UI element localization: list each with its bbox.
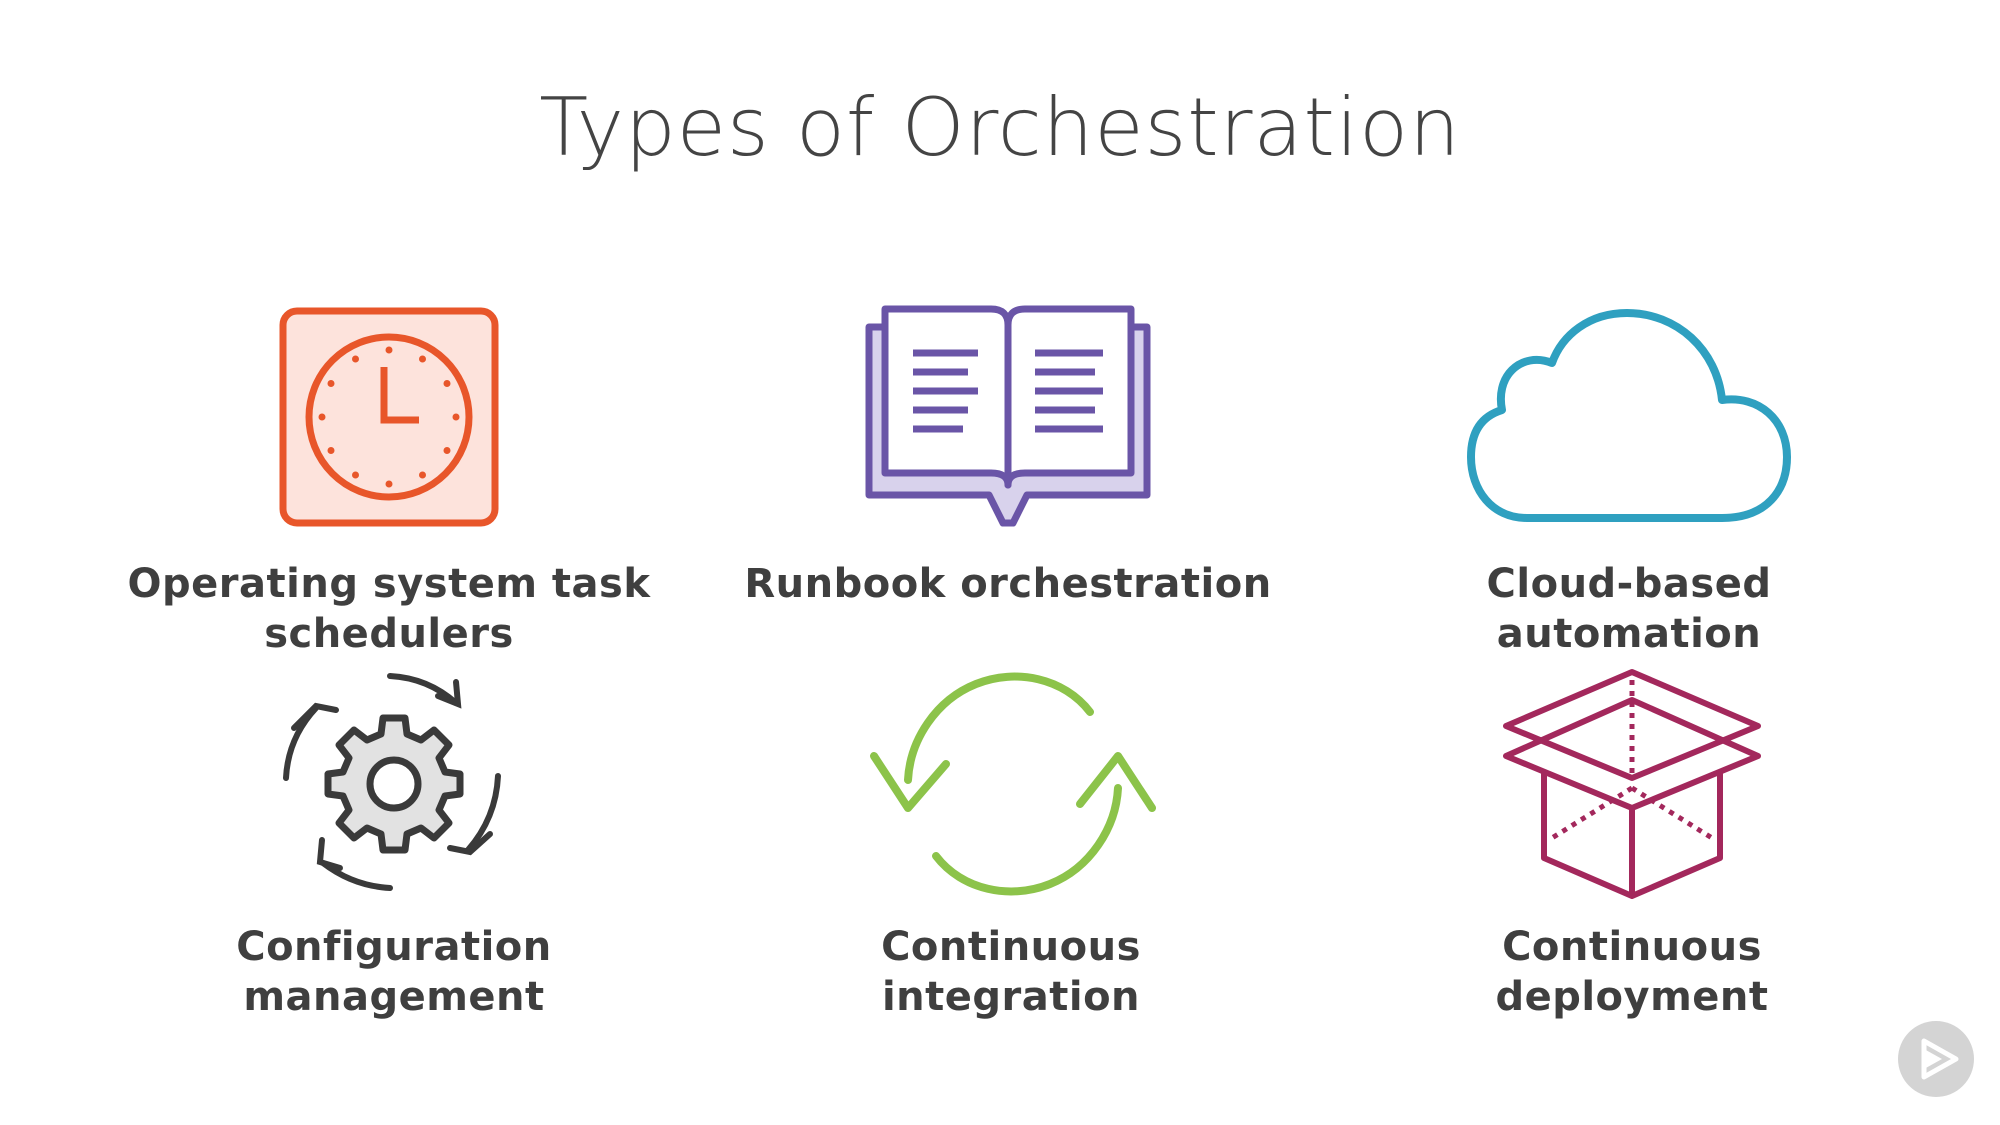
label-line-1: Continuous xyxy=(881,924,1141,970)
label-line-1: Cloud-based xyxy=(1486,561,1772,607)
tile-os-task-schedulers: Operating system task schedulers xyxy=(109,305,669,659)
label-line-1: Continuous xyxy=(1502,924,1762,970)
label-line-1: Operating system task xyxy=(127,561,651,607)
slide-title: Types of Orchestration xyxy=(539,81,1461,174)
clock-icon xyxy=(279,307,499,527)
box-icon xyxy=(1503,669,1761,899)
label-line-2: automation xyxy=(1496,611,1762,657)
label-line-1: Runbook orchestration xyxy=(744,561,1272,607)
play-icon xyxy=(1921,1038,1959,1080)
tile-continuous-integration: Continuous integration xyxy=(731,668,1291,1022)
tile-configuration-management: Configuration management xyxy=(114,668,674,1022)
label-line-2: deployment xyxy=(1495,974,1769,1020)
label-line-2: integration xyxy=(881,974,1141,1020)
item-label: Configuration management xyxy=(114,922,674,1022)
item-label: Cloud-based automation xyxy=(1349,559,1909,659)
label-line-2: schedulers xyxy=(264,611,514,657)
item-label: Continuous deployment xyxy=(1352,922,1912,1022)
tile-cloud-based-automation: Cloud-based automation xyxy=(1349,305,1909,659)
item-label: Continuous integration xyxy=(731,922,1291,1022)
tile-continuous-deployment: Continuous deployment xyxy=(1352,668,1912,1022)
refresh-icon xyxy=(870,672,1156,896)
label-line-1: Configuration xyxy=(236,924,552,970)
label-line-2: management xyxy=(243,974,545,1020)
tile-runbook-orchestration: Runbook orchestration xyxy=(728,305,1288,609)
cloud-icon xyxy=(1467,309,1791,522)
book-icon xyxy=(865,305,1151,527)
item-label: Runbook orchestration xyxy=(728,559,1288,609)
play-button[interactable] xyxy=(1898,1021,1974,1097)
item-label: Operating system task schedulers xyxy=(109,559,669,659)
gear-cycle-icon xyxy=(283,673,501,891)
